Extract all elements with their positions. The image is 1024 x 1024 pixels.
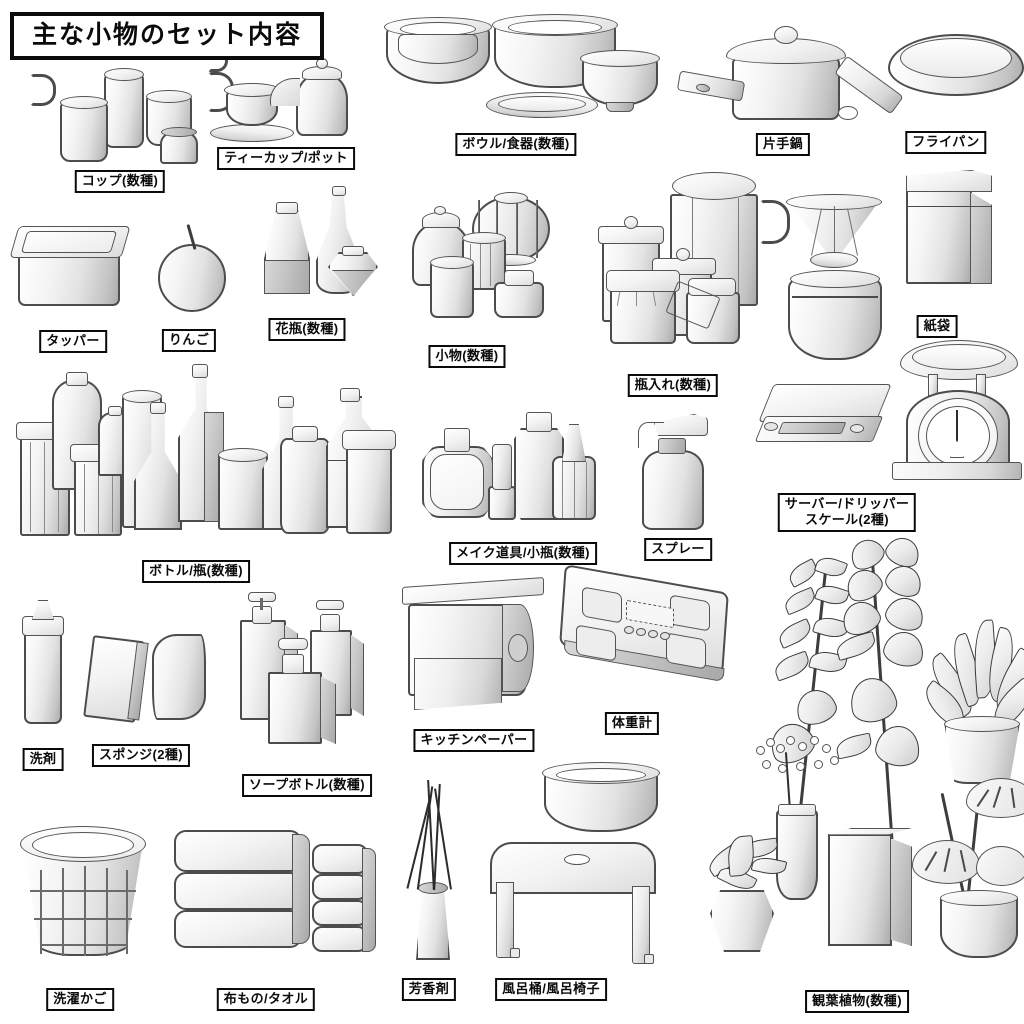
object-makeup-small-bottles (420, 410, 598, 532)
caption-frying-pan: フライパン (905, 131, 987, 154)
object-bottles (16, 364, 396, 550)
object-tupperware (9, 218, 132, 316)
monstera-leaf-right (976, 846, 1024, 886)
object-bath-bucket-stool (482, 762, 672, 968)
object-fragrance-diffuser (404, 780, 462, 966)
caption-detergent: 洗剤 (22, 748, 64, 771)
caption-spray: スプレー (644, 538, 712, 561)
object-saucepan (676, 18, 870, 128)
caption-bottles: ボトル/瓶(数種) (142, 560, 250, 583)
caption-plants: 観葉植物(数種) (805, 990, 909, 1013)
caption-bath-stool: 風呂桶/風呂椅子 (495, 978, 607, 1001)
object-apple (152, 222, 232, 318)
caption-scales: サーバー/ドリッパー スケール(2種) (777, 493, 917, 532)
caption-jars: 瓶入れ(数種) (627, 374, 719, 397)
caption-teacup: ティーカップ/ポット (217, 147, 355, 170)
caption-soap-bottle: ソープボトル(数種) (242, 774, 372, 797)
object-sponges (83, 628, 212, 734)
caption-vases: 花瓶(数種) (268, 318, 346, 341)
caption-tupperware: タッパー (39, 330, 107, 353)
caption-cups: コップ(数種) (74, 170, 166, 193)
caption-sponge: スポンジ(2種) (91, 744, 191, 767)
caption-bowls: ボウル/食器(数種) (455, 133, 577, 156)
caption-towels: 布もの/タオル (216, 988, 316, 1011)
object-laundry-basket (20, 826, 150, 972)
object-cups (30, 68, 210, 166)
mug-handle (30, 74, 56, 106)
caption-laundry: 洗濯かご (46, 988, 114, 1011)
object-paper-bag (900, 168, 1000, 296)
object-frying-pan (834, 30, 1024, 148)
object-spray-bottle (628, 410, 728, 532)
caption-small-items: 小物(数種) (428, 345, 506, 368)
object-small-items (400, 192, 560, 334)
object-detergent (22, 588, 70, 734)
object-bowls-dishes (378, 14, 668, 130)
object-towels (166, 826, 376, 966)
object-jar-set (592, 170, 772, 368)
object-houseplants (700, 532, 1024, 980)
caption-kitchen-paper: キッチンペーパー (413, 729, 535, 752)
caption-paper-bag: 紙袋 (916, 315, 958, 338)
object-vases (260, 186, 380, 308)
caption-body-scale: 体重計 (604, 712, 660, 735)
object-teacup-pot (208, 50, 368, 145)
caption-apple: りんご (161, 329, 217, 352)
caption-saucepan: 片手鍋 (755, 133, 811, 156)
object-soap-bottles (238, 584, 370, 764)
caption-makeup: メイク道具/小瓶(数種) (449, 542, 597, 565)
object-kitchen-paper (400, 577, 550, 716)
page-title: 主な小物のセット内容 (10, 12, 325, 60)
caption-fragrance: 芳香剤 (401, 978, 457, 1001)
object-server-dripper-scales (754, 194, 1024, 484)
object-body-scale (559, 564, 732, 692)
